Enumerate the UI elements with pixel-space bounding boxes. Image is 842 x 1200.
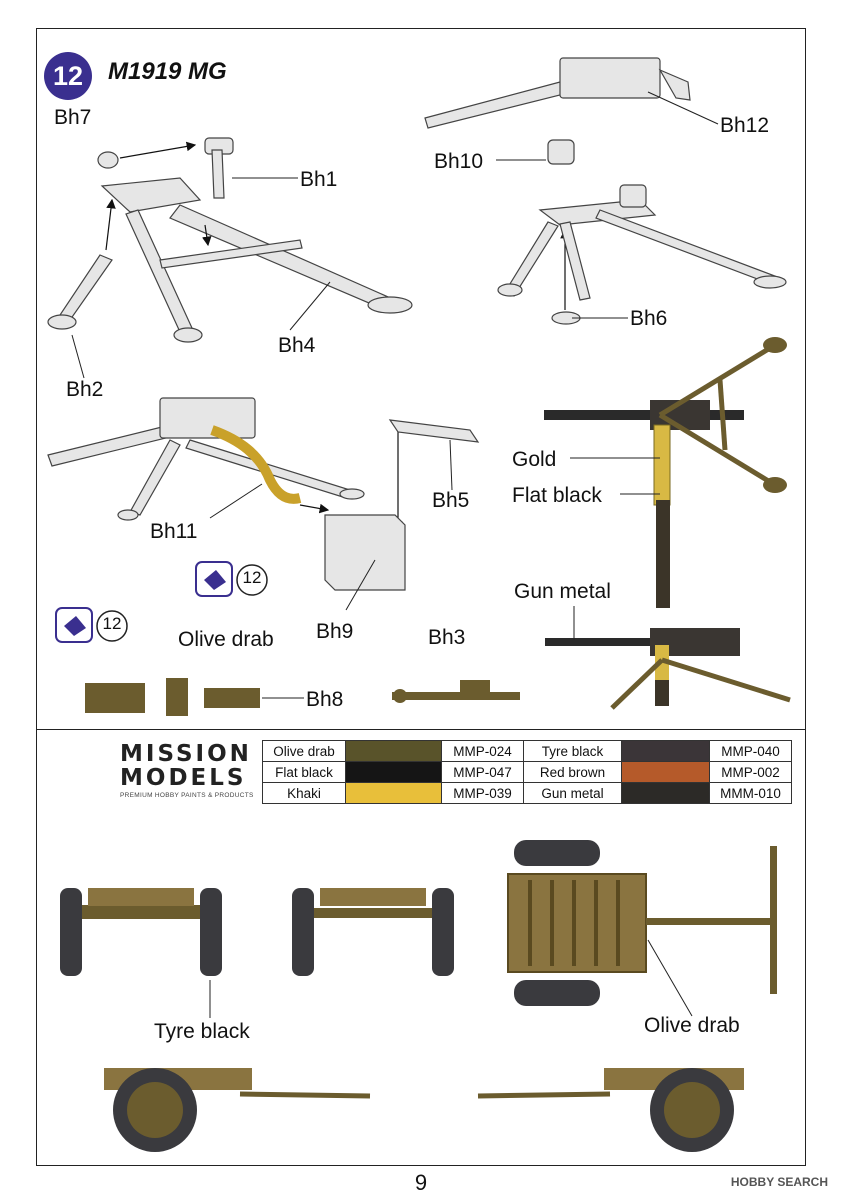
- part-label-bh5: Bh5: [432, 489, 470, 512]
- decal-reference-b: 12: [54, 606, 130, 651]
- part-label-bh11: Bh11: [150, 520, 198, 543]
- paint-name: Khaki: [262, 782, 346, 804]
- brand-line-1: MISSION: [120, 741, 252, 767]
- callout-tyre-black: Tyre black: [154, 1020, 250, 1043]
- part-label-bh12: Bh12: [720, 114, 770, 137]
- part-label-bh8: Bh8: [306, 688, 344, 711]
- ammo-belt: [210, 425, 302, 504]
- paint-name: Olive drab: [262, 740, 346, 762]
- paint-swatch: [345, 761, 442, 783]
- section-divider: [36, 729, 806, 730]
- callout-olive-drab-lower: Olive drab: [644, 1014, 740, 1037]
- decal-sheet-icon: [195, 561, 268, 597]
- decal-reference-a: 12: [194, 560, 270, 605]
- cart-rear-view: [292, 888, 454, 976]
- part-label-bh2: Bh2: [66, 378, 104, 401]
- mg-assembled-top: [424, 57, 787, 325]
- part-label-bh4: Bh4: [278, 334, 316, 357]
- part-label-bh1: Bh1: [300, 168, 338, 191]
- paint-swatch: [621, 740, 710, 762]
- callout-flat-black: Flat black: [512, 484, 602, 507]
- cart-side-view-left: [104, 1068, 371, 1152]
- paint-code: MMP-047: [441, 761, 524, 783]
- olive-drab-parts: [85, 678, 520, 716]
- paint-code: MMP-040: [709, 740, 792, 762]
- callout-gold: Gold: [512, 448, 557, 471]
- cart-side-view-right: [477, 1068, 744, 1152]
- paint-code: MMP-039: [441, 782, 524, 804]
- part-label-bh7: Bh7: [54, 106, 92, 129]
- decal-number: 12: [102, 614, 122, 633]
- paint-name: Flat black: [262, 761, 346, 783]
- part-label-bh3: Bh3: [428, 626, 466, 649]
- paint-name: Red brown: [523, 761, 622, 783]
- paint-name: Tyre black: [523, 740, 622, 762]
- mg-painted-vertical: [544, 337, 787, 608]
- paint-swatch: [621, 782, 710, 804]
- page-number: 9: [414, 1170, 428, 1195]
- decal-sheet-icon: [55, 607, 128, 643]
- part-label-bh9: Bh9: [316, 620, 354, 643]
- step-number-badge: 12: [44, 52, 92, 100]
- step-title: M1919 MG: [108, 58, 227, 85]
- paint-swatch: [621, 761, 710, 783]
- instruction-frame: [36, 28, 806, 1166]
- brand-line-2: MODELS: [120, 765, 247, 791]
- mg-painted-horizontal: [545, 628, 791, 710]
- paint-code: MMP-024: [441, 740, 524, 762]
- cart-top-view: [507, 840, 777, 1006]
- decal-number: 12: [242, 568, 262, 587]
- paint-code: MMP-002: [709, 761, 792, 783]
- tripod-exploded: [47, 137, 413, 343]
- callout-olive-drab-upper: Olive drab: [178, 628, 274, 651]
- paint-swatch: [345, 740, 442, 762]
- watermark: HOBBY SEARCH: [730, 1175, 828, 1189]
- cart-front-view: [60, 888, 222, 976]
- callout-gun-metal: Gun metal: [514, 580, 611, 603]
- brand-logo: MISSION MODELS PREMIUM HOBBY PAINTS & PR…: [120, 742, 260, 799]
- paint-name: Gun metal: [523, 782, 622, 804]
- brand-tagline: PREMIUM HOBBY PAINTS & PRODUCTS: [120, 792, 254, 799]
- paint-swatch: [345, 782, 442, 804]
- paint-code: MMM-010: [709, 782, 792, 804]
- part-label-bh10: Bh10: [434, 150, 484, 173]
- part-label-bh6: Bh6: [630, 307, 668, 330]
